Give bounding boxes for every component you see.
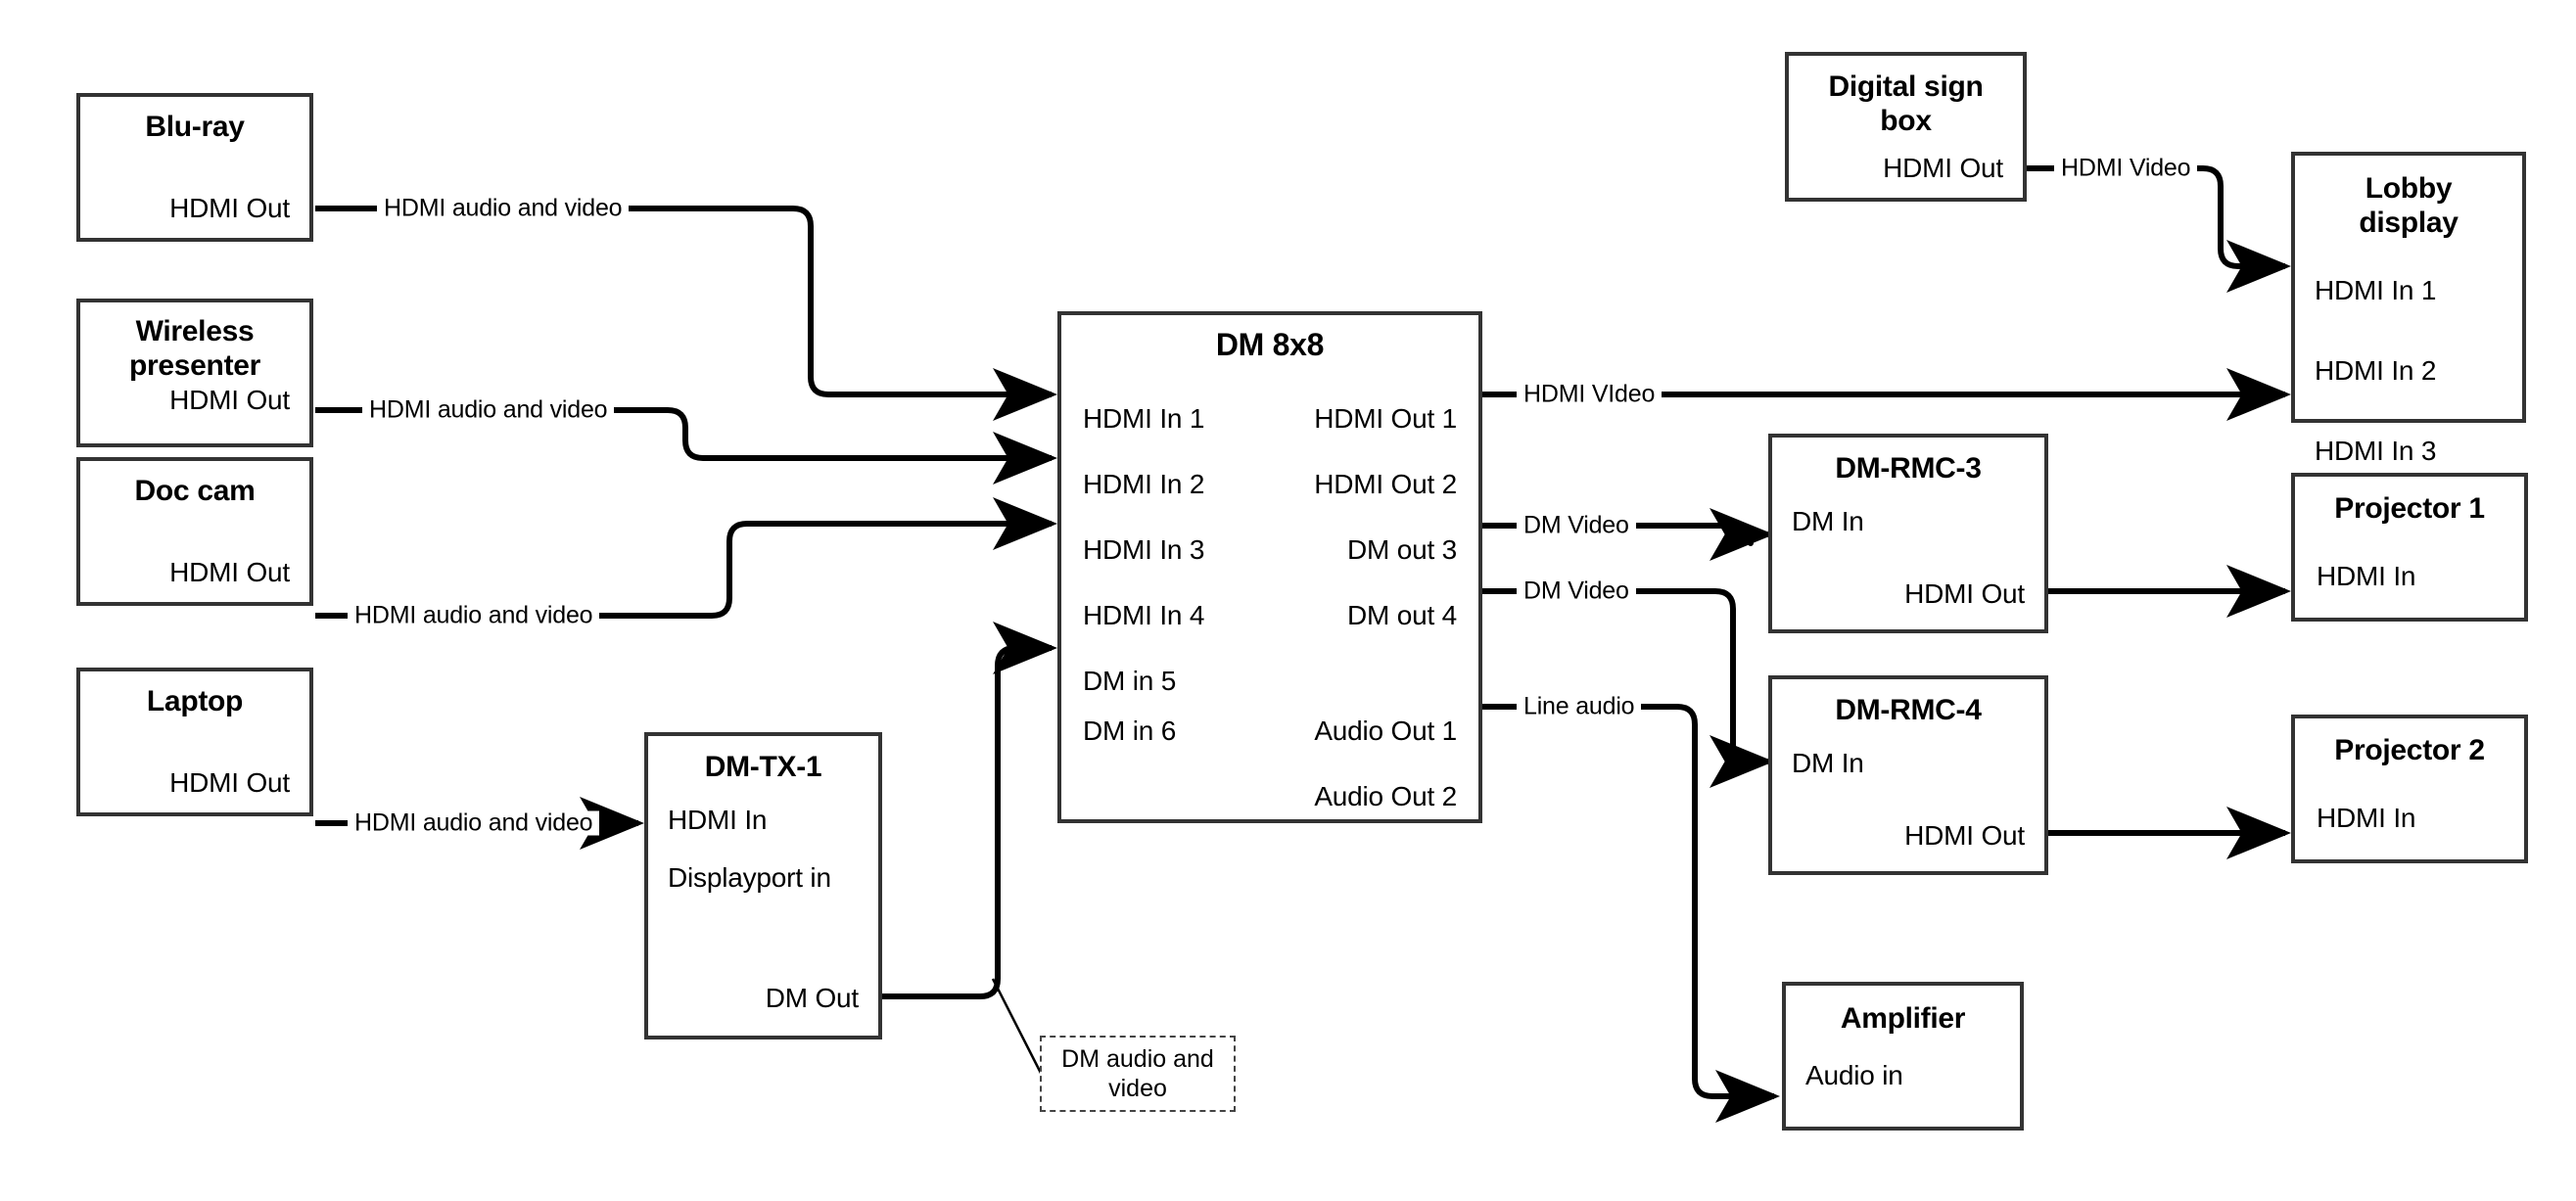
dm-tx-1-port-displayport-in: Displayport in — [668, 862, 831, 894]
wire-label-laptop-to-dmtx1: HDMI audio and video — [348, 810, 600, 836]
dm-8x8-port-hdmi-in-1: HDMI In 1 — [1083, 402, 1205, 434]
wire-dmtx1-to-dmin5 — [882, 622, 1057, 999]
doc-cam-title: Doc cam — [134, 475, 256, 507]
wire-audioout1-to-amplifier — [1482, 704, 1780, 1123]
dm-8x8-port-dm-out-4: DM out 4 — [1347, 599, 1457, 630]
wire-label-audioout1-to-amplifier: Line audio — [1517, 694, 1642, 719]
node-projector-1[interactable]: Projector 1 HDMI In — [2291, 473, 2528, 622]
wireless-presenter-title: Wireless presenter — [128, 315, 261, 383]
node-laptop[interactable]: Laptop HDMI Out — [76, 668, 313, 816]
dm-8x8-port-list: HDMI In 1 HDMI Out 1 HDMI In 2 HDMI Out … — [1083, 380, 1457, 819]
dm-8x8-row-2: HDMI In 2 HDMI Out 2 — [1083, 468, 1457, 500]
dm-8x8-port-audio-out-1: Audio Out 1 — [1314, 715, 1457, 746]
node-digital-sign-box[interactable]: Digital sign box HDMI Out — [1785, 52, 2027, 202]
node-projector-2[interactable]: Projector 2 HDMI In — [2291, 715, 2528, 863]
lobby-display-port-list: HDMI In 1 HDMI In 2 HDMI In 3 — [2315, 249, 2503, 466]
dm-rmc-4-port-dm-in: DM In — [1792, 748, 1864, 779]
dm-8x8-port-dm-in-5: DM in 5 — [1083, 665, 1177, 696]
projector-2-title: Projector 2 — [2334, 734, 2485, 766]
digital-sign-box-port-hdmi-out: HDMI Out — [1883, 153, 2003, 184]
lobby-display-port-hdmi-in-2: HDMI In 2 — [2315, 354, 2437, 386]
dm-8x8-row-3: HDMI In 3 DM out 3 — [1083, 533, 1457, 566]
dm-8x8-row-7: Audio Out 2 — [1083, 780, 1457, 812]
amplifier-port-audio-in: Audio in — [1805, 1060, 1903, 1091]
dm-rmc-3-title: DM-RMC-3 — [1835, 452, 1982, 485]
dm-8x8-port-hdmi-in-2: HDMI In 2 — [1083, 468, 1205, 499]
laptop-title: Laptop — [146, 685, 244, 717]
wire-digitalsign-to-lobby-in1 — [2027, 165, 2291, 293]
dm-8x8-title: DM 8x8 — [1215, 327, 1325, 362]
dm-8x8-row-6: DM in 6 Audio Out 1 — [1083, 716, 1457, 747]
wire-label-bluray-to-in1: HDMI audio and video — [377, 196, 630, 221]
dm-8x8-port-hdmi-out-2: HDMI Out 2 — [1314, 468, 1457, 499]
node-amplifier[interactable]: Amplifier Audio in — [1782, 982, 2024, 1131]
wire-label-hdmiout1-to-lobby: HDMI VIdeo — [1517, 382, 1663, 407]
lobby-display-title: Lobby display — [2359, 172, 2459, 240]
laptop-port-hdmi-out: HDMI Out — [169, 767, 290, 799]
dm-8x8-row-5: DM in 5 — [1083, 665, 1457, 697]
bluray-title: Blu-ray — [145, 111, 245, 143]
wire-dmout4-to-rmc4 — [1482, 588, 1774, 788]
node-bluray[interactable]: Blu-ray HDMI Out — [76, 93, 313, 242]
wire-label-doccam-to-in3: HDMI audio and video — [348, 603, 600, 628]
dm-tx-1-title: DM-TX-1 — [704, 751, 822, 783]
node-dm-8x8[interactable]: DM 8x8 HDMI In 1 HDMI Out 1 HDMI In 2 HD… — [1057, 311, 1482, 823]
projector-1-title: Projector 1 — [2334, 492, 2485, 525]
callout-text: DM audio and video — [1061, 1044, 1214, 1103]
wire-bluray-to-in1 — [315, 206, 1057, 421]
dm-tx-1-port-dm-out: DM Out — [765, 983, 859, 1014]
dm-8x8-row-1: HDMI In 1 HDMI Out 1 — [1083, 402, 1457, 435]
dm-rmc-3-port-dm-in: DM In — [1792, 506, 1864, 537]
wire-label-wireless-to-in2: HDMI audio and video — [362, 397, 615, 423]
projector-2-port-hdmi-in: HDMI In — [2317, 803, 2416, 834]
dm-rmc-4-title: DM-RMC-4 — [1835, 694, 1982, 726]
node-dm-tx-1[interactable]: DM-TX-1 HDMI In Displayport in DM Out — [644, 732, 882, 1039]
doc-cam-port-hdmi-out: HDMI Out — [169, 557, 290, 588]
projector-1-port-hdmi-in: HDMI In — [2317, 561, 2416, 592]
wire-label-dmout3-to-rmc3: DM Video — [1517, 513, 1636, 538]
dm-8x8-port-hdmi-in-3: HDMI In 3 — [1083, 533, 1205, 565]
wire-label-dmout4-to-rmc4: DM Video — [1517, 578, 1636, 604]
node-wireless-presenter[interactable]: Wireless presenter HDMI Out — [76, 299, 313, 447]
dm-8x8-port-hdmi-in-4: HDMI In 4 — [1083, 599, 1205, 630]
dm-8x8-row-4: HDMI In 4 DM out 4 — [1083, 599, 1457, 631]
dm-8x8-port-dm-out-3: DM out 3 — [1347, 533, 1457, 565]
dm-tx-1-port-hdmi-in: HDMI In — [668, 805, 768, 836]
node-dm-rmc-4[interactable]: DM-RMC-4 DM In HDMI Out — [1768, 675, 2048, 875]
bluray-port-hdmi-out: HDMI Out — [169, 193, 290, 224]
dm-rmc-4-port-hdmi-out: HDMI Out — [1904, 820, 2025, 852]
digital-sign-box-title: Digital sign box — [1828, 70, 1984, 138]
wire-label-digitalsign-to-lobby: HDMI Video — [2054, 156, 2198, 181]
lobby-display-port-hdmi-in-1: HDMI In 1 — [2315, 274, 2437, 305]
dm-8x8-port-audio-out-2: Audio Out 2 — [1314, 780, 1457, 811]
node-dm-rmc-3[interactable]: DM-RMC-3 DM In HDMI Out — [1768, 434, 2048, 633]
callout-dm-audio-and-video: DM audio and video — [1040, 1036, 1236, 1112]
dm-8x8-port-dm-in-6: DM in 6 — [1083, 715, 1177, 746]
dm-8x8-port-hdmi-out-1: HDMI Out 1 — [1314, 402, 1457, 434]
wireless-presenter-port-hdmi-out: HDMI Out — [169, 384, 290, 415]
amplifier-title: Amplifier — [1840, 1002, 1966, 1035]
lobby-display-port-hdmi-in-3: HDMI In 3 — [2315, 435, 2437, 466]
dm-rmc-3-port-hdmi-out: HDMI Out — [1904, 578, 2025, 610]
node-doc-cam[interactable]: Doc cam HDMI Out — [76, 457, 313, 606]
node-lobby-display[interactable]: Lobby display HDMI In 1 HDMI In 2 HDMI I… — [2291, 152, 2526, 466]
